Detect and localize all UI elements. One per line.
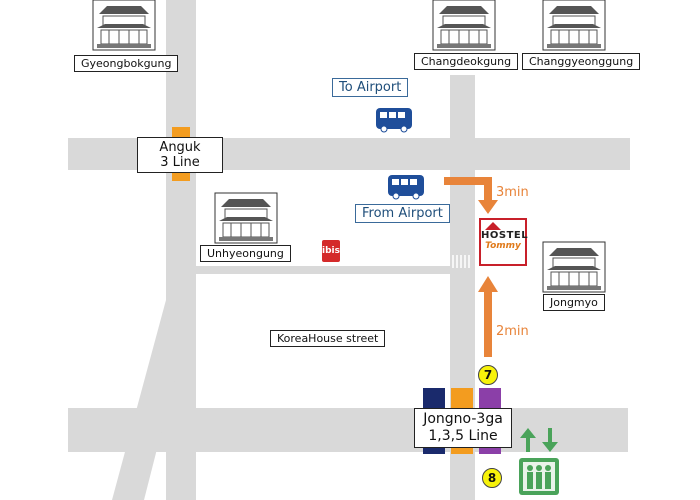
hostel-logo-line1: HOSTEL <box>481 230 529 241</box>
ibis-hotel-logo: ibis <box>322 240 340 262</box>
label-koreahouse-street: KoreaHouse street <box>270 330 386 347</box>
crosswalk <box>452 255 470 268</box>
label-from-airport: From Airport <box>355 204 450 223</box>
roads <box>68 0 630 500</box>
station-anguk: Anguk 3 Line <box>137 137 223 173</box>
palace-icon-changgyeonggung <box>542 0 606 51</box>
walk-route <box>444 177 492 357</box>
walk-arrow-top-head <box>478 200 498 214</box>
walk-arrow-bottom-head <box>478 276 498 292</box>
palace-icon-gyeongbokgung <box>92 0 156 51</box>
palace-icon-jongmyo <box>542 241 606 293</box>
bus-icon-from-airport <box>388 175 424 200</box>
exit-7-badge: 7 <box>478 365 498 385</box>
station-anguk-name: Anguk <box>159 140 201 155</box>
label-changgyeonggung: Changgyeonggung <box>522 53 641 70</box>
hostel-logo-line2: Tommy <box>485 241 521 251</box>
exit-8-badge: 8 <box>482 468 502 488</box>
road-koreahouse-street <box>196 266 450 274</box>
hostel-tommy-logo: HOSTEL Tommy <box>479 218 529 266</box>
station-jongno-3ga: Jongno-3ga 1,3,5 Line <box>414 408 512 448</box>
walk-arrow-top <box>444 177 492 203</box>
station-anguk-line: 3 Line <box>160 155 200 170</box>
hostel-roof-icon <box>485 222 501 230</box>
label-changdeokgung: Changdeokgung <box>414 53 519 70</box>
bus-icon-to-airport <box>376 108 412 133</box>
label-gyeongbokgung: Gyeongbokgung <box>74 55 179 72</box>
elevator-icon <box>519 428 559 495</box>
walk-time-top: 3min <box>496 185 529 200</box>
label-to-airport: To Airport <box>332 78 409 97</box>
palace-icon-changdeokgung <box>432 0 496 51</box>
road-diagonal-left <box>112 296 196 500</box>
station-jongno-line: 1,3,5 Line <box>428 428 498 444</box>
walk-time-bottom: 2min <box>496 324 529 339</box>
station-jongno-name: Jongno-3ga <box>423 411 503 427</box>
label-unhyeongung: Unhyeongung <box>200 245 291 262</box>
label-jongmyo: Jongmyo <box>543 294 605 311</box>
palace-icon-unhyeongung <box>214 192 278 244</box>
